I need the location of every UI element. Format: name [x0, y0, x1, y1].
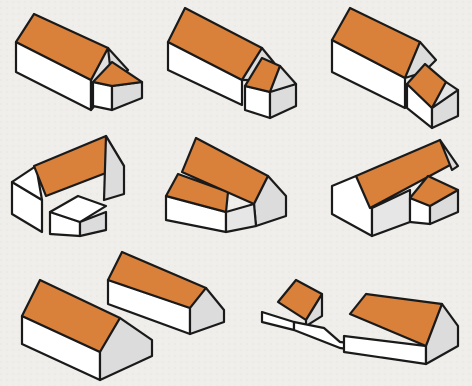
sketch-canvas [0, 0, 472, 386]
sketch-sheet [0, 0, 472, 386]
